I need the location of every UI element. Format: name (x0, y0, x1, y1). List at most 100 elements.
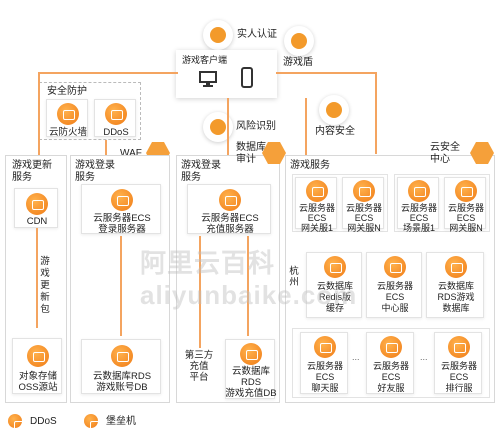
gatewayN2-label: 云服务器 ECS 网关服N (447, 203, 484, 233)
watermark: 阿里云百科 aliyunbaike.com (140, 248, 358, 310)
redis-label: 云数据库 Redis版 缓存 (316, 281, 353, 313)
rank-card: 云服务器 ECS 排行服 (434, 332, 482, 394)
firewall-card: 云防火墙 (46, 99, 88, 138)
ddos-icon (105, 103, 127, 125)
security-protection-title: 安全防护 (47, 86, 87, 97)
login-ecs-icon (111, 189, 133, 211)
security-protection-box: 安全防护 云防火墙 DDoS (39, 82, 141, 140)
gateway1-icon (306, 180, 328, 202)
legend: DDoS 堡垒机 (6, 410, 494, 448)
redis-icon (324, 256, 346, 278)
realname-icon (203, 20, 233, 50)
login-ecs-label: 云服务器ECS 登录服务器 (93, 213, 151, 235)
legend-bastion-icon (84, 414, 102, 431)
login-rds-icon (111, 345, 133, 367)
update-service-title: 游戏更新 服务 (12, 160, 52, 183)
recharge-rds-icon (240, 343, 262, 365)
connector-line (276, 72, 376, 74)
recharge-ecs-card: 云服务器ECS 充值服务器 (187, 184, 271, 235)
rds-game-icon (445, 256, 467, 278)
db-audit-label: 数据库 审计 (236, 142, 266, 165)
legend-ddos-icon (8, 414, 26, 431)
login-rds-label: 云数据库RDS 游戏账号DB (92, 371, 152, 393)
friend-label: 云服务器 ECS 好友服 (372, 361, 409, 393)
scene1-icon (408, 180, 430, 202)
friend-icon (380, 336, 402, 358)
gatewayN-icon (353, 180, 375, 202)
gatewayN-label: 云服务器 ECS 网关服N (345, 203, 382, 233)
mobile-icon (241, 67, 253, 88)
legend-bastion-label: 堡垒机 (106, 416, 136, 427)
gatewayN-card: 云服务器 ECS 网关服N (342, 177, 384, 233)
oss-icon (27, 345, 49, 367)
game-client-label: 游戏客户端 (182, 55, 228, 65)
connector-line (36, 228, 38, 328)
login-service-section: 游戏登录 服务 云服务器ECS 登录服务器 云数据库RDS 游戏账号DB (70, 155, 170, 403)
realname-label: 实人认证 (237, 29, 277, 40)
cdn-icon (26, 193, 48, 215)
friend-card: 云服务器 ECS 好友服 (366, 332, 414, 394)
connector-line (120, 236, 122, 336)
gateway1-card: 云服务器 ECS 网关服1 (295, 177, 337, 233)
center-icon (384, 256, 406, 278)
recharge-service-title: 游戏登录 服务 (181, 160, 221, 183)
connector-line (38, 72, 178, 74)
login-service-title: 游戏登录 服务 (75, 160, 115, 183)
region-label: 杭 州 (289, 266, 299, 288)
cdn-card: CDN (14, 188, 58, 228)
scene1-label: 云服务器 ECS 场景服1 (400, 203, 437, 233)
oss-label: 对象存储 OSS源站 (18, 371, 58, 393)
waf-label: WAF (120, 148, 142, 159)
ellipsis: ... (420, 352, 428, 362)
rds-game-card: 云数据库 RDS游戏 数据库 (426, 252, 484, 318)
firewall-icon (57, 103, 79, 125)
content-security-label: 内容安全 (315, 126, 355, 137)
recharge-ecs-icon (219, 189, 241, 211)
connector-line (38, 72, 40, 157)
game-service-title: 游戏服务 (290, 160, 330, 171)
connector-line (105, 140, 107, 158)
ellipsis: ... (352, 352, 360, 362)
gatewayN2-card: 云服务器 ECS 网关服N (444, 177, 486, 233)
update-service-section: 游戏更新 服务 CDN 游 戏 更 新 包 对象存储 OSS源站 (5, 155, 67, 403)
gatewayN2-icon (455, 180, 477, 202)
gateway1-label: 云服务器 ECS 网关服1 (298, 203, 335, 233)
recharge-service-section: 游戏登录 服务 云服务器ECS 充值服务器 第三方 充值 平台 云数据库 RDS… (176, 155, 280, 403)
recharge-rds-label: 云数据库 RDS 游戏充值DB (225, 366, 277, 399)
rank-icon (448, 336, 470, 358)
risk-label: 风险识别 (236, 121, 276, 132)
chat-label: 云服务器 ECS 聊天服 (306, 361, 343, 393)
connector-line (247, 236, 249, 336)
content-security-icon (319, 95, 349, 125)
cdn-label: CDN (26, 216, 48, 227)
ddos-label: DDoS (103, 127, 129, 138)
center-label: 云服务器 ECS 中心服 (376, 281, 413, 313)
shield-label: 游戏盾 (283, 57, 313, 68)
connector-line (199, 236, 201, 348)
ddos-card: DDoS (94, 99, 136, 138)
shield-icon (284, 26, 314, 56)
redis-card: 云数据库 Redis版 缓存 (306, 252, 362, 318)
login-rds-card: 云数据库RDS 游戏账号DB (81, 339, 161, 394)
center-card: 云服务器 ECS 中心服 (366, 252, 422, 318)
recharge-ecs-label: 云服务器ECS 充值服务器 (201, 213, 259, 235)
recharge-rds-card: 云数据库 RDS 游戏充值DB (225, 339, 277, 399)
third-party-label: 第三方 充值 平台 (184, 350, 214, 383)
rank-label: 云服务器 ECS 排行服 (440, 361, 477, 393)
desktop-icon (199, 71, 217, 87)
game-service-section: 游戏服务 云服务器 ECS 网关服1 云服务器 ECS 网关服N 云服务器 EC… (285, 155, 495, 403)
db-audit-icon (262, 142, 286, 164)
login-ecs-card: 云服务器ECS 登录服务器 (81, 184, 161, 235)
rds-game-label: 云数据库 RDS游戏 数据库 (437, 281, 475, 313)
legend-ddos-label: DDoS (30, 416, 57, 427)
game-client-box: 游戏客户端 (176, 50, 277, 98)
cloud-security-center-icon (470, 142, 494, 164)
scene1-card: 云服务器 ECS 场景服1 (397, 177, 439, 233)
connector-line (305, 98, 307, 156)
oss-card: 对象存储 OSS源站 (12, 338, 62, 394)
chat-icon (314, 336, 336, 358)
connector-line (375, 72, 377, 154)
cloud-security-center-label: 云安全 中心 (430, 142, 460, 165)
chat-card: 云服务器 ECS 聊天服 (300, 332, 348, 394)
connector-line (227, 98, 229, 156)
